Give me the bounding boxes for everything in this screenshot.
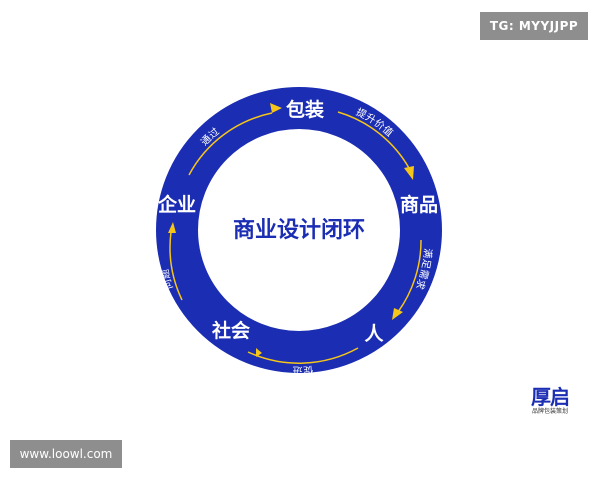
watermark-site-badge: www.loowl.com (10, 440, 122, 468)
node-society: 社会 (211, 319, 250, 342)
node-packaging: 包装 (286, 98, 324, 121)
node-people: 人 (364, 323, 384, 345)
arrowhead-icon (168, 222, 176, 233)
arc-product-to-people (397, 239, 422, 313)
node-enterprise: 企业 (157, 193, 196, 216)
brand-tagline: 品牌包装策划 (531, 408, 568, 415)
watermark-tg-badge: TG: MYYJJPP (480, 12, 588, 40)
arc-society-to-enterprise (169, 231, 183, 301)
arc-enterprise-to-packaging (188, 112, 273, 176)
node-product: 商品 (400, 193, 438, 216)
center-title: 商业设计闭环 (233, 217, 365, 243)
arrowhead-icon (270, 103, 282, 113)
brand-logo: 厚启 品牌包装策划 (520, 386, 580, 416)
arc-people-to-society (247, 347, 359, 364)
cycle-ring (156, 87, 442, 373)
arrowhead-icon (404, 166, 414, 180)
arrowhead-icon (256, 348, 262, 357)
brand-name: 厚启 (531, 385, 570, 409)
arrowhead-icon (392, 308, 403, 320)
arc-packaging-to-product (337, 111, 410, 169)
